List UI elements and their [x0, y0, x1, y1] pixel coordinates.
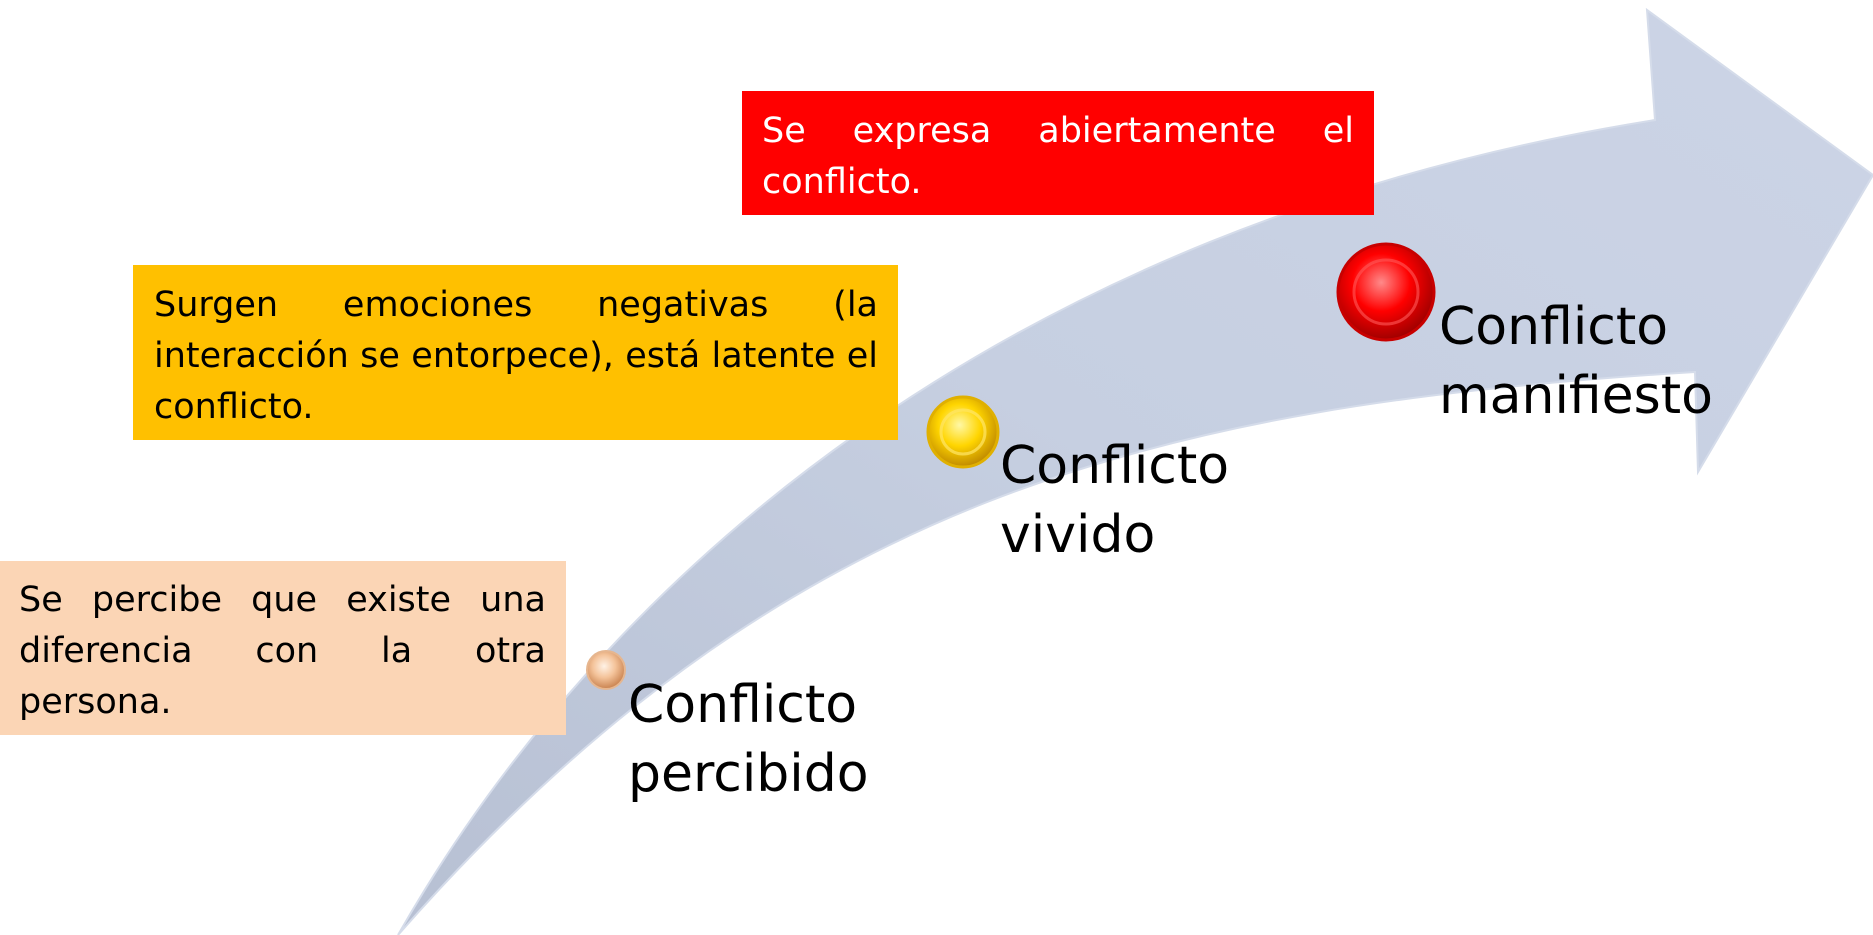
stage-dot-percibido: [586, 650, 626, 690]
stage-label-line: Conflicto: [1000, 436, 1230, 496]
stage-label-manifiesto: Conflicto manifiesto: [1439, 293, 1713, 431]
stage-label-percibido: Conflicto percibido: [628, 671, 869, 809]
stage-label-line: Conflicto: [628, 675, 858, 735]
stage-label-line: vivido: [1000, 505, 1156, 565]
stage-dot-manifiesto: [1336, 242, 1436, 342]
stage-label-line: manifiesto: [1439, 366, 1713, 426]
stage-label-line: Conflicto: [1439, 297, 1669, 357]
stage-dot-vivido: [926, 395, 1000, 469]
description-box-vivido: Surgen emociones negativas (la interacci…: [133, 265, 898, 440]
stage-label-vivido: Conflicto vivido: [1000, 432, 1229, 570]
description-box-manifiesto: Se expresa abiertamente el conflicto.: [742, 91, 1374, 215]
arrow-body: [397, 7, 1873, 935]
stage-label-line: percibido: [628, 744, 869, 804]
description-box-percibido: Se percibe que existe una diferencia con…: [0, 561, 566, 735]
